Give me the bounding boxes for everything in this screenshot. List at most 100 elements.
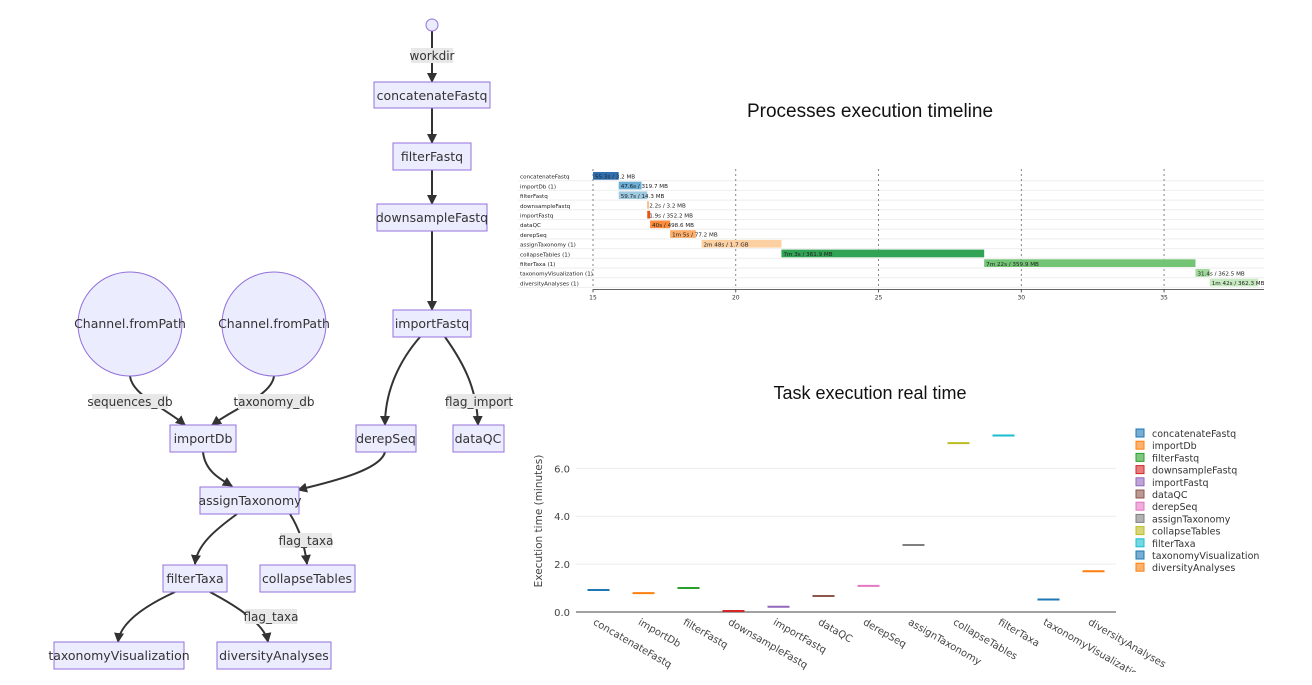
legend-entry: importFastq [1152, 478, 1209, 489]
svg-text:sequences_db: sequences_db [87, 395, 172, 409]
edge-label-flag-taxa-1: flag_taxa [278, 533, 334, 548]
svg-text:filterFastq: filterFastq [401, 149, 463, 164]
timeline-bar [618, 181, 642, 190]
legend-entry: downsampleFastq [1152, 466, 1237, 477]
timeline-bar-label: 2.2s / 3.2 MB [649, 204, 686, 210]
edge-label-flag-import: flag_import [445, 394, 513, 409]
node-concatenatefastq[interactable]: concatenateFastq [373, 81, 491, 109]
legend-entry: diversityAnalyses [1152, 563, 1235, 574]
realtime-y-axis-label: Execution time (minutes) [533, 455, 545, 588]
timeline-bar-label: 1.9s / 352.2 MB [649, 213, 693, 219]
svg-text:concatenateFastq: concatenateFastq [377, 88, 488, 103]
realtime-title: Task execution real time [773, 383, 967, 403]
realtime-y-tick-label: 0.0 [554, 608, 570, 619]
timeline-x-tick-label: 25 [875, 294, 883, 301]
legend-swatch [1135, 501, 1145, 511]
realtime-y-tick-label: 2.0 [554, 560, 570, 571]
timeline-bar [781, 249, 985, 258]
node-channel-frompath-2[interactable]: Channel.fromPath [218, 271, 330, 377]
legend-entry: dataQC [1152, 490, 1188, 501]
legend-entry: taxonomyVisualization [1152, 551, 1259, 562]
timeline-bar [1209, 278, 1259, 287]
timeline-process-label: collapseTables (1) [520, 252, 570, 258]
svg-text:Channel.fromPath: Channel.fromPath [218, 316, 330, 331]
svg-text:Channel.fromPath: Channel.fromPath [74, 316, 186, 331]
legend-swatch [1135, 477, 1145, 487]
timeline-bar [701, 239, 782, 248]
edge-filtertaxa-taxonomyvis [114, 591, 176, 643]
realtime-x-tick-label: dataQC [816, 617, 854, 645]
svg-text:filterTaxa: filterTaxa [166, 571, 223, 586]
realtime-y-tick-label: 4.0 [554, 512, 570, 523]
edge-derepseq-assigntaxonomy [297, 451, 386, 493]
node-filtertaxa[interactable]: filterTaxa [162, 564, 228, 593]
legend-entry: derepSeq [1152, 502, 1197, 513]
legend-swatch [1135, 428, 1145, 438]
node-downsamplefastq[interactable]: downsampleFastq [376, 203, 488, 232]
edge-label-taxonomy-db: taxonomy_db [233, 394, 315, 409]
timeline-process-label: importDb (1) [520, 184, 556, 190]
timeline-bar [1195, 269, 1210, 277]
node-derepseq[interactable]: derepSeq [355, 424, 417, 453]
svg-text:collapseTables: collapseTables [262, 571, 352, 586]
timeline-bar [647, 210, 651, 219]
node-collapsetables[interactable]: collapseTables [259, 564, 356, 593]
realtime-x-tick-label: filterFastq [681, 617, 730, 651]
timeline-process-label: filterTaxa (1) [520, 262, 555, 268]
timeline-x-tick-label: 15 [589, 294, 597, 301]
legend-swatch [1135, 513, 1145, 523]
svg-text:flag_import: flag_import [445, 395, 513, 409]
legend-swatch [1135, 538, 1145, 548]
node-assigntaxonomy[interactable]: assignTaxonomy [198, 486, 302, 515]
node-importfastq[interactable]: importFastq [392, 309, 472, 338]
legend-swatch [1135, 550, 1145, 560]
timeline-process-label: downsampleFastq [520, 204, 571, 210]
timeline-bar-label: 2m 48s / 1.7 GB [704, 242, 749, 248]
legend-entry: filterFastq [1152, 453, 1199, 464]
node-filterfastq[interactable]: filterFastq [392, 142, 472, 171]
timeline-bar-label: 59.7s / 14.3 MB [621, 194, 665, 200]
timeline-process-label: diversityAnalyses (1) [520, 281, 579, 287]
timeline-process-label: assignTaxonomy (1) [520, 243, 576, 249]
timeline-bar [984, 259, 1196, 267]
timeline-x-tick-label: 30 [1017, 294, 1025, 301]
timeline-bar-label: 1m 5s / 77.2 MB [672, 233, 718, 239]
timeline-process-label: filterFastq [520, 194, 548, 200]
edge-label-sequences-db: sequences_db [87, 394, 173, 409]
timeline-process-label: dataQC [520, 223, 541, 229]
legend-entry: collapseTables [1152, 527, 1221, 538]
legend-swatch [1135, 440, 1145, 450]
timeline-bar-label: 47.6s / 319.7 MB [621, 184, 668, 190]
timeline-bar-label: 31.4s / 362.5 MB [1197, 272, 1244, 278]
edge-label-workdir: workdir [410, 48, 455, 63]
timeline-x-tick-label: 20 [732, 294, 740, 301]
svg-text:workdir: workdir [410, 49, 455, 63]
svg-text:derepSeq: derepSeq [356, 431, 416, 446]
node-channel-frompath-1[interactable]: Channel.fromPath [74, 271, 186, 377]
svg-text:diversityAnalyses: diversityAnalyses [219, 648, 329, 663]
node-dataqc[interactable]: dataQC [452, 424, 505, 453]
realtime-x-tick-label: downsampleFastq [726, 617, 809, 671]
timeline-bar [618, 191, 648, 200]
pipeline-dag: workdir sequences_db taxonomy_db flag_im… [48, 18, 513, 670]
legend-swatch [1135, 465, 1145, 475]
legend-entry: importDb [1152, 441, 1197, 452]
timeline-process-label: taxonomyVisualization (1) [520, 272, 593, 278]
node-importdb[interactable]: importDb [169, 424, 237, 453]
node-diversityanalyses[interactable]: diversityAnalyses [216, 641, 332, 670]
svg-text:taxonomy_db: taxonomy_db [233, 395, 314, 409]
legend-swatch [1135, 489, 1145, 499]
timeline-bar [650, 220, 671, 229]
svg-text:taxonomyVisualization: taxonomyVisualization [48, 648, 189, 663]
timeline-bar-label: 55.3s / 3.2 MB [595, 175, 635, 181]
legend-entry: filterTaxa [1152, 539, 1196, 550]
timeline-bar-label: 1m 42s / 362.3 MB [1212, 281, 1265, 287]
svg-text:assignTaxonomy: assignTaxonomy [198, 493, 302, 508]
node-taxonomyvisualization[interactable]: taxonomyVisualization [48, 641, 190, 670]
legend-swatch [1135, 526, 1145, 536]
timeline-bar-label: 40s / 498.6 MB [652, 223, 694, 229]
node-workdir-source [425, 18, 439, 32]
svg-text:flag_taxa: flag_taxa [278, 534, 333, 548]
